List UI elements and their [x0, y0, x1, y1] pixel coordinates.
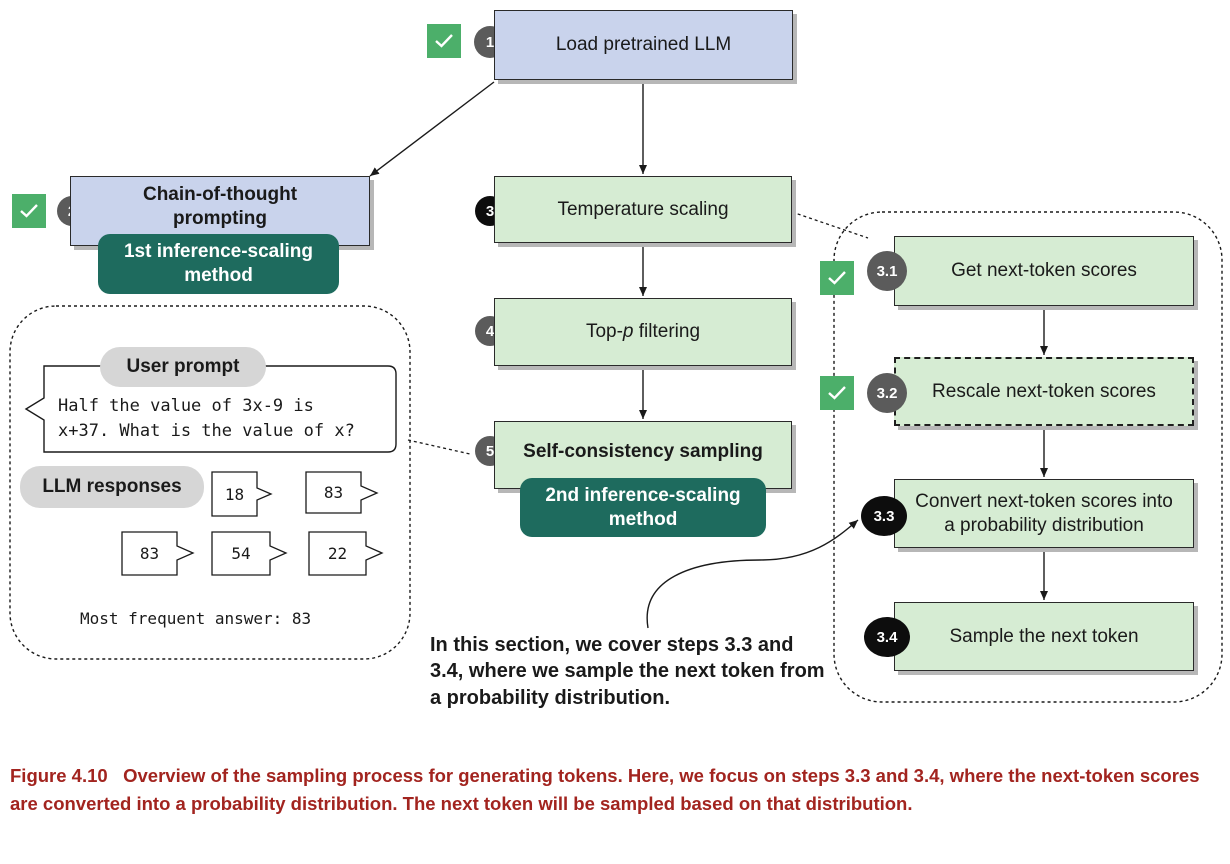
step-3-label: Temperature scaling	[557, 198, 729, 220]
step-3-1-label: Get next-token scores	[951, 260, 1137, 282]
figure-label: Figure 4.10	[10, 765, 108, 786]
step-3-2-box: Rescale next-token scores	[894, 357, 1194, 426]
step-3-3-box: Convert next-token scores into a probabi…	[894, 479, 1194, 548]
method-2-label: 2nd inference-scaling method	[545, 484, 741, 530]
most-frequent-answer: Most frequent answer: 83	[80, 609, 312, 628]
figure-caption: Figure 4.10 Overview of the sampling pro…	[10, 762, 1225, 818]
step-3-4-badge: 3.4	[864, 617, 910, 657]
step-2-label: Chain-of-thought prompting	[142, 184, 298, 229]
step-4-label: Top-p filtering	[585, 321, 701, 343]
step-3-3-label: Convert next-token scores into a probabi…	[915, 490, 1173, 536]
step-3-2-label: Rescale next-token scores	[932, 380, 1156, 402]
method-2-pill: 2nd inference-scaling method	[520, 478, 766, 537]
check-icon	[820, 261, 854, 295]
step-4-box: Top-p filtering	[494, 298, 792, 366]
step-1-label: Load pretrained LLM	[555, 34, 732, 56]
prompt-text: Half the value of 3x-9 is x+37. What is …	[58, 396, 355, 441]
response-value: 18	[224, 484, 245, 504]
leader-step5	[407, 439, 471, 455]
method-1-label: 1st inference-scaling method	[123, 241, 314, 286]
leader-step3	[791, 211, 869, 239]
check-icon	[820, 376, 854, 410]
step-5-box: Self-consistency sampling	[494, 421, 792, 489]
response-value: 83	[323, 483, 344, 502]
check-icon	[12, 194, 46, 228]
llm-responses-label: LLM responses	[20, 466, 204, 508]
step-1-box: Load pretrained LLM	[494, 10, 793, 80]
response-value: 54	[231, 544, 251, 563]
step-3-4-box: Sample the next token	[894, 602, 1194, 671]
step-3-1-box: Get next-token scores	[894, 236, 1194, 306]
step-3-box: Temperature scaling	[494, 176, 792, 243]
response-value: 83	[139, 544, 160, 563]
arrow-1-to-2	[369, 81, 495, 177]
step-3-1-badge: 3.1	[867, 251, 907, 291]
step-3-3-badge: 3.3	[861, 496, 907, 536]
section-annotation: In this section, we cover steps 3.3 and …	[430, 634, 825, 709]
method-1-pill: 1st inference-scaling method	[98, 234, 339, 294]
response-value: 22	[327, 544, 348, 563]
figure-caption-text: Overview of the sampling process for gen…	[10, 765, 1200, 814]
user-prompt-label: User prompt	[100, 347, 266, 387]
step-3-4-label: Sample the next token	[949, 625, 1139, 647]
step-5-label: Self-consistency sampling	[523, 441, 763, 462]
step-3-2-badge: 3.2	[867, 373, 907, 413]
check-icon	[427, 24, 461, 58]
